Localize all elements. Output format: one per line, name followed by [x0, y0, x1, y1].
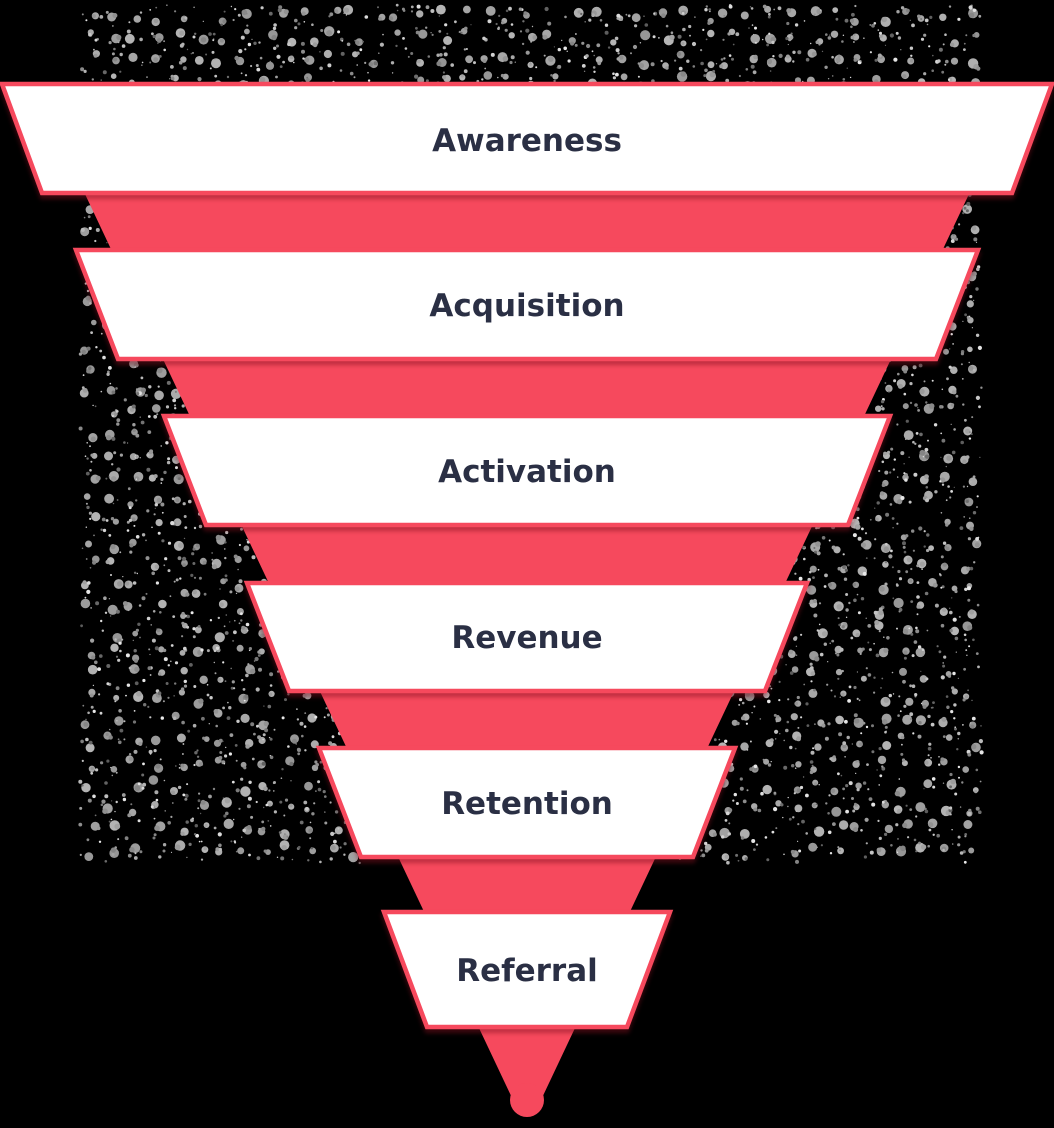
stage-band [380, 909, 674, 1030]
funnel-stage-activation: Activation [160, 413, 894, 528]
funnel-stage-revenue: Revenue [243, 580, 811, 694]
funnel-stage-acquisition: Acquisition [72, 247, 982, 362]
stage-label: Referral [456, 953, 598, 989]
stage-label: Acquisition [429, 288, 624, 324]
stage-band [315, 745, 739, 860]
stage-label: Activation [438, 454, 616, 490]
stage-band [243, 580, 811, 694]
stage-label: Retention [441, 786, 613, 822]
funnel-stage-retention: Retention [315, 745, 739, 860]
funnel-stage-awareness: Awareness [0, 81, 1054, 196]
funnel-stage-referral: Referral [380, 909, 674, 1030]
stage-band [72, 247, 982, 362]
stage-label: Revenue [451, 620, 602, 656]
stage-band [160, 413, 894, 528]
funnel-tip [510, 1083, 544, 1117]
stage-label: Awareness [432, 123, 622, 159]
stage-band [0, 81, 1054, 196]
